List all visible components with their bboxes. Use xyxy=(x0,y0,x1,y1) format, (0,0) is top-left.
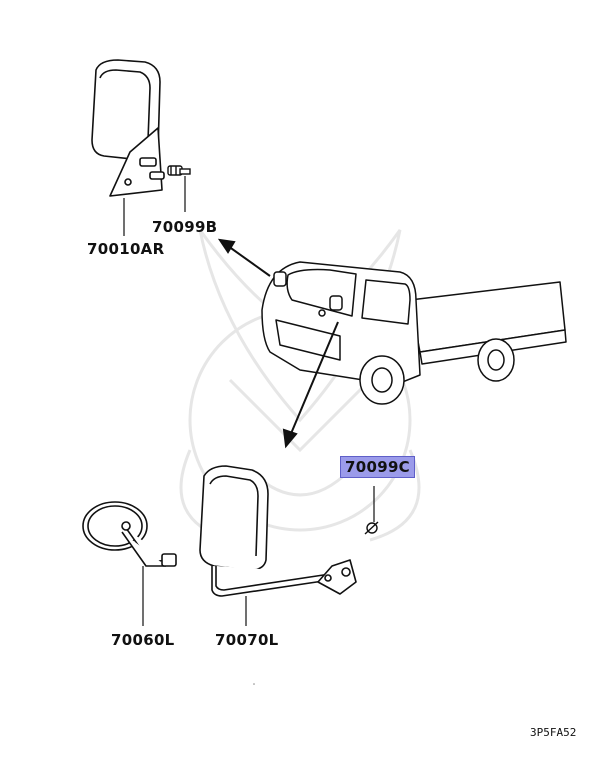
label-70060l[interactable]: 70060L xyxy=(111,631,175,649)
arrows xyxy=(217,238,339,449)
truck-illustration xyxy=(261,261,567,405)
label-70070l[interactable]: 70070L xyxy=(215,631,279,649)
mirror-assembly-70070l[interactable] xyxy=(199,465,357,597)
mirror-assembly-70010ar[interactable] xyxy=(91,59,165,197)
stray-dot xyxy=(253,683,255,685)
bolt-70099b[interactable] xyxy=(167,165,191,176)
screw-70099c[interactable] xyxy=(364,521,379,535)
leader-lines-bottom xyxy=(142,486,375,626)
label-70099b[interactable]: 70099B xyxy=(152,218,218,236)
label-70010ar[interactable]: 70010AR xyxy=(87,240,165,258)
diagram-code: 3P5FA52 xyxy=(530,726,577,739)
leader-lines-top xyxy=(123,176,186,236)
round-mirror-70060l[interactable] xyxy=(82,501,177,567)
label-70099c[interactable]: 70099C xyxy=(340,456,415,478)
